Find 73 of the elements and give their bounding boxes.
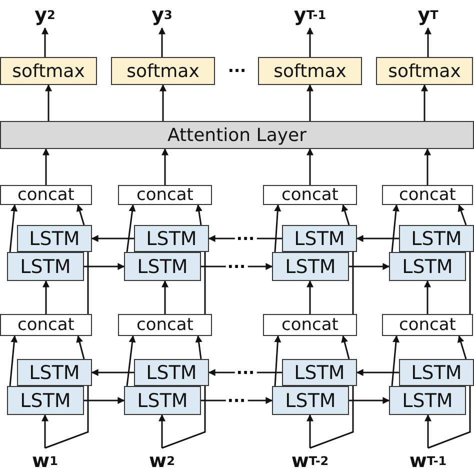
lstm-box: LSTM [389, 252, 466, 281]
lstm-box: LSTM [7, 252, 84, 281]
lstm-box: LSTM [134, 359, 209, 386]
arrow [424, 27, 432, 57]
arrow [341, 335, 350, 360]
arrow [84, 397, 125, 404]
concat-box: concat [0, 314, 92, 336]
arrow [306, 414, 314, 448]
lstm-box: LSTM [389, 386, 466, 415]
softmax-box: softmax [258, 57, 362, 85]
arrow [126, 335, 136, 386]
arrow [195, 335, 202, 360]
arrow [274, 204, 282, 252]
arrow [158, 27, 166, 57]
attention-layer-band: Attention Layer [0, 121, 474, 149]
arrow [91, 369, 134, 376]
arrow [126, 204, 136, 252]
lstm-box: LSTM [272, 386, 349, 415]
softmax-box: softmax [111, 57, 215, 85]
concat-box: concat [118, 185, 212, 205]
concat-box: concat [0, 185, 92, 205]
arrow [162, 280, 168, 314]
arrow [457, 335, 467, 360]
arrow [158, 414, 166, 448]
concat-box: concat [263, 185, 357, 205]
lstm-box: LSTM [17, 359, 92, 386]
arrow [9, 335, 18, 386]
arrow [306, 280, 314, 314]
arrow [9, 204, 18, 252]
arrow [42, 414, 48, 448]
arrow [306, 84, 314, 121]
arrow [76, 204, 85, 226]
arrow [391, 335, 400, 386]
arrow [424, 414, 432, 448]
arrow [349, 263, 390, 270]
arrow [84, 263, 125, 270]
arrow [424, 148, 431, 185]
arrow [160, 84, 166, 121]
arrow [76, 335, 85, 360]
arrow [42, 148, 50, 185]
arrow [306, 27, 314, 57]
arrow [306, 148, 314, 185]
arrow [195, 204, 202, 226]
arrow [391, 204, 400, 252]
arrow [91, 235, 134, 242]
concat-box: concat [382, 314, 473, 336]
concat-box: concat [263, 314, 357, 336]
concat-box: concat [382, 185, 473, 205]
arrow [341, 204, 350, 226]
lstm-box: LSTM [124, 252, 201, 281]
softmax-box: softmax [376, 57, 473, 85]
lstm-box: LSTM [17, 225, 92, 252]
lstm-box: LSTM [124, 386, 201, 415]
lstm-box: LSTM [282, 359, 357, 386]
lstm-box: LSTM [282, 225, 357, 252]
arrow [424, 280, 431, 314]
arrow [421, 84, 428, 121]
arrow [45, 84, 52, 121]
arrow [349, 397, 390, 404]
lstm-box: LSTM [399, 225, 474, 252]
lstm-box: LSTM [272, 252, 349, 281]
arrow [42, 27, 48, 57]
lstm-box: LSTM [399, 359, 474, 386]
softmax-box: softmax [0, 57, 97, 85]
concat-box: concat [118, 314, 212, 336]
lstm-box: LSTM [134, 225, 209, 252]
arrow [42, 280, 50, 314]
arrow [274, 335, 282, 386]
arrow [356, 235, 399, 242]
arrow [458, 204, 467, 226]
arrow [162, 148, 168, 185]
lstm-box: LSTM [7, 386, 84, 415]
arrow [356, 369, 399, 376]
